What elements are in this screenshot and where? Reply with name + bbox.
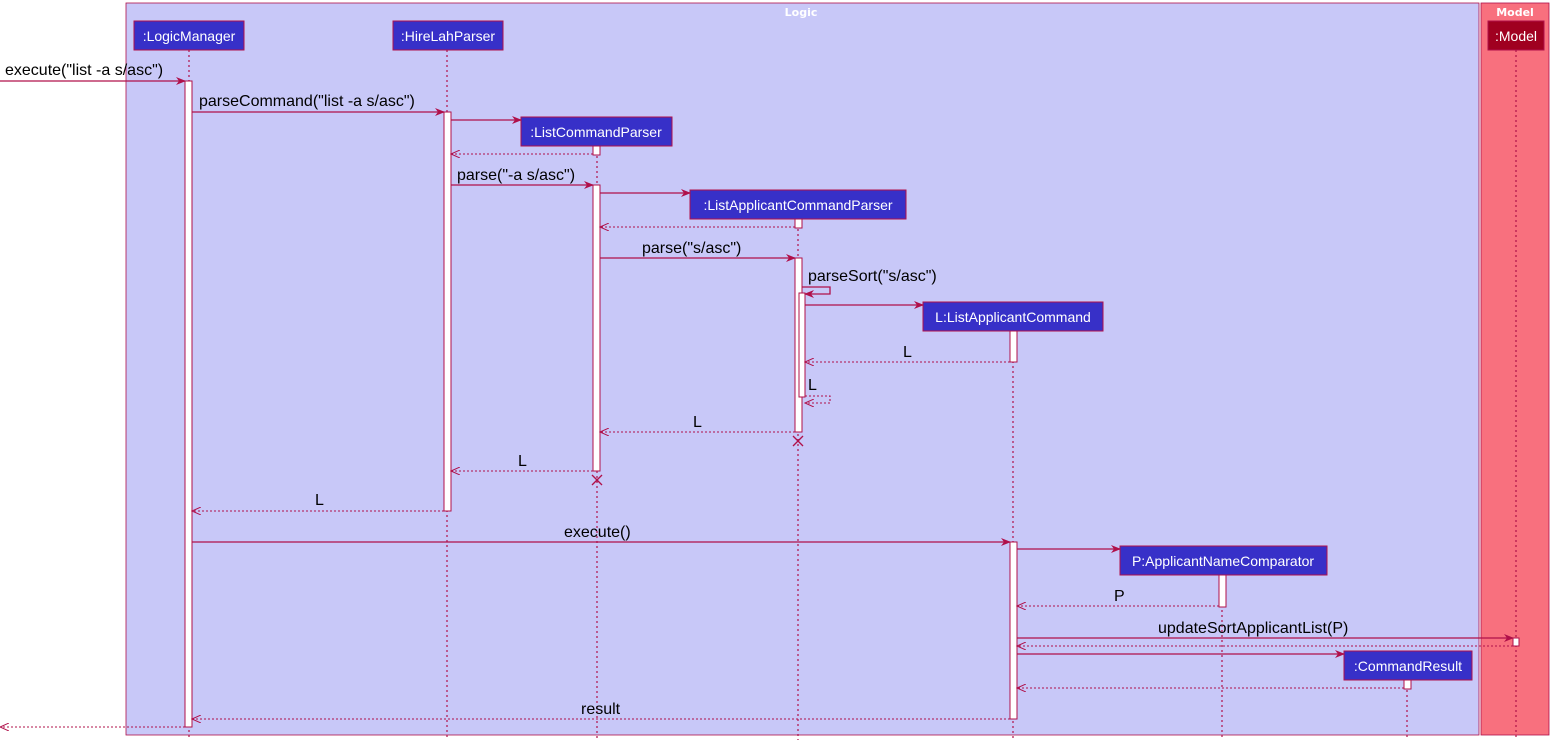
activation-model xyxy=(1512,637,1520,647)
label-parse-command: parseCommand("list -a s/asc") xyxy=(199,93,415,110)
destroy-list-applicant-command-parser xyxy=(792,435,804,447)
activation-logic-manager xyxy=(184,80,193,728)
label-return-l-5: L xyxy=(315,492,324,509)
label-parse-sort: parseSort("s/asc") xyxy=(808,268,937,285)
activation-hirelah-parser xyxy=(443,111,452,512)
activation-list-command-parser-2 xyxy=(592,184,601,472)
model-frame-title: Model xyxy=(1496,6,1534,19)
activation-applicant-name-comparator xyxy=(1218,574,1227,608)
activation-list-applicant-command-1 xyxy=(1009,330,1018,363)
label-parse-s: parse("s/asc") xyxy=(642,240,741,257)
logic-frame-title: Logic xyxy=(785,6,818,19)
participant-list-applicant-command-parser: :ListApplicantCommandParser xyxy=(689,189,907,220)
participant-label: L:ListApplicantCommand xyxy=(935,309,1091,325)
participant-label: :CommandResult xyxy=(1354,658,1462,674)
label-return-l-2: L xyxy=(808,377,817,394)
activation-command-result xyxy=(1403,679,1412,690)
label-result: result xyxy=(581,701,621,718)
destroy-markers xyxy=(591,435,804,486)
participant-command-result: :CommandResult xyxy=(1343,650,1473,681)
arrow-parse-sort xyxy=(802,286,831,298)
call-messages xyxy=(0,77,1514,658)
label-parse-a: parse("-a s/asc") xyxy=(457,167,575,184)
label-execute-call: execute("list -a s/asc") xyxy=(5,62,163,79)
message-labels: execute("list -a s/asc") parseCommand("l… xyxy=(5,62,1348,718)
activation-list-applicant-command-parser-1 xyxy=(794,218,803,229)
activation-bars xyxy=(184,80,1520,728)
label-update-sort: updateSortApplicantList(P) xyxy=(1158,620,1348,637)
participant-label: :Model xyxy=(1495,28,1537,44)
participant-applicant-name-comparator: P:ApplicantNameComparator xyxy=(1119,545,1328,576)
participant-logic-manager: :LogicManager xyxy=(133,20,245,51)
activation-list-applicant-command-2 xyxy=(1009,541,1018,720)
participant-hirelah-parser: :HireLahParser xyxy=(392,20,504,51)
label-return-l-4: L xyxy=(518,453,527,470)
model-frame: Model xyxy=(1480,2,1550,736)
participant-label: P:ApplicantNameComparator xyxy=(1132,553,1314,569)
activation-list-applicant-command-parser-3 xyxy=(798,292,806,398)
label-execute: execute() xyxy=(564,524,631,541)
participant-label: :LogicManager xyxy=(143,28,236,44)
participant-list-applicant-command: L:ListApplicantCommand xyxy=(922,301,1104,332)
participant-label: :ListApplicantCommandParser xyxy=(703,197,892,213)
label-return-p: P xyxy=(1114,588,1125,605)
label-return-l-1: L xyxy=(903,344,912,361)
return-l-2 xyxy=(805,395,831,403)
participant-label: :ListCommandParser xyxy=(530,124,662,140)
participant-list-command-parser: :ListCommandParser xyxy=(520,116,673,147)
participant-model: :Model xyxy=(1487,20,1545,51)
label-return-l-3: L xyxy=(693,414,702,431)
return-messages xyxy=(0,154,1513,727)
activation-list-command-parser-1 xyxy=(592,145,601,156)
destroy-list-command-parser xyxy=(591,474,603,486)
participant-label: :HireLahParser xyxy=(401,28,495,44)
